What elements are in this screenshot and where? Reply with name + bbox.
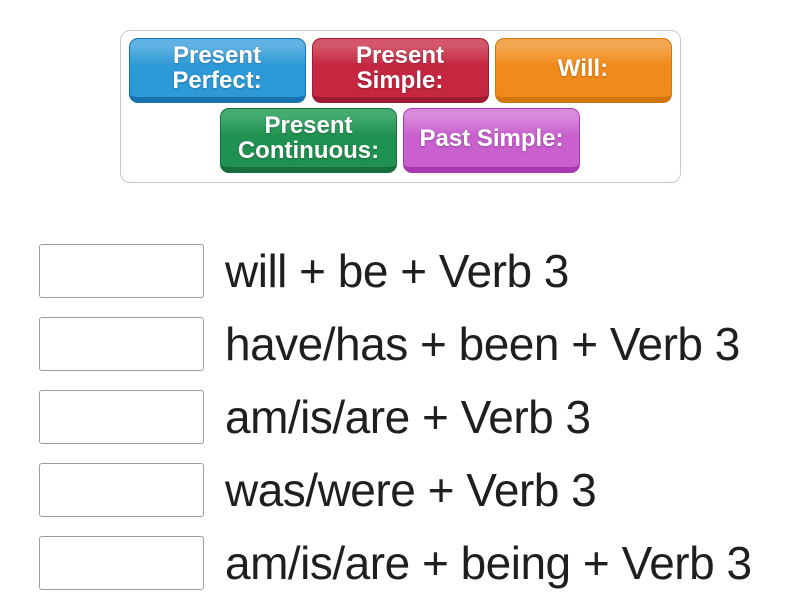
match-item-text: have/has + been + Verb 3: [225, 318, 740, 370]
tile-label: Past Simple:: [419, 124, 564, 152]
tile-past-simple[interactable]: Past Simple:: [403, 108, 580, 173]
tile-present-continuous[interactable]: Present Continuous:: [220, 108, 397, 173]
tile-label: Present Simple:: [355, 42, 445, 94]
tile-label: Present Continuous:: [237, 112, 380, 164]
match-item-text: am/is/are + Verb 3: [225, 391, 591, 443]
tile-bank-row-2: Present Continuous: Past Simple:: [220, 108, 580, 173]
match-item-text: am/is/are + being + Verb 3: [225, 537, 752, 589]
match-list: will + be + Verb 3 have/has + been + Ver…: [39, 244, 752, 600]
match-row-2: have/has + been + Verb 3: [39, 317, 752, 371]
answer-slot-4[interactable]: [39, 463, 204, 517]
tile-present-simple[interactable]: Present Simple:: [311, 38, 489, 103]
answer-slot-1[interactable]: [39, 244, 204, 298]
match-up-activity: Present Perfect: Present Simple: Will: P…: [0, 30, 800, 600]
tile-label: Present Perfect:: [172, 42, 262, 94]
answer-slot-5[interactable]: [39, 536, 204, 590]
tile-label: Will:: [557, 54, 609, 82]
match-item-text: will + be + Verb 3: [225, 245, 569, 297]
tile-bank: Present Perfect: Present Simple: Will: P…: [119, 30, 681, 183]
answer-slot-2[interactable]: [39, 317, 204, 371]
tile-will[interactable]: Will:: [494, 38, 672, 103]
match-item-text: was/were + Verb 3: [225, 464, 597, 516]
match-row-1: will + be + Verb 3: [39, 244, 752, 298]
tile-bank-row-1: Present Perfect: Present Simple: Will:: [128, 38, 672, 103]
match-row-3: am/is/are + Verb 3: [39, 390, 752, 444]
answer-slot-3[interactable]: [39, 390, 204, 444]
match-row-4: was/were + Verb 3: [39, 463, 752, 517]
tile-present-perfect[interactable]: Present Perfect:: [128, 38, 306, 103]
match-row-5: am/is/are + being + Verb 3: [39, 536, 752, 590]
